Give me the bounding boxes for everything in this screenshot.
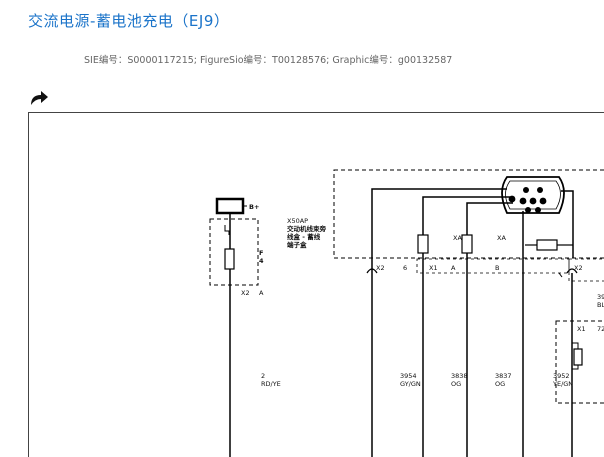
module-title-4: 端子盒	[287, 240, 307, 249]
right-wire-top-2: BL	[597, 301, 604, 309]
battery-label: B+	[249, 203, 259, 211]
battery-symbol	[215, 197, 245, 215]
wire-color-label: RD/YE	[261, 380, 281, 388]
document-ids: SIE编号：S0000117215; FigureSio编号：T00128576…	[84, 55, 453, 66]
junction-box	[333, 169, 604, 259]
fuse-label-f: F	[259, 249, 263, 257]
connector-x2-left-label: X2	[376, 264, 385, 272]
inline-fuse-2	[461, 234, 473, 254]
module-title-2: 交动机线束旁	[287, 224, 327, 233]
connector-xa-label-2: XA	[497, 234, 506, 242]
inline-fuse-1	[417, 234, 429, 254]
pin-a-label: A	[451, 264, 456, 272]
pin-72-label: 72	[597, 325, 604, 333]
fuse-label-num: 4	[259, 257, 264, 265]
connector-x1-right-label: X1	[577, 325, 586, 333]
pin-b-label: B	[495, 264, 499, 272]
wire-circuit-label: 2	[261, 372, 265, 380]
wire-circuit-label: 3954	[400, 372, 417, 380]
wire-circuit-label: 3952	[553, 372, 570, 380]
page-title: 交流电源-蓄电池充电（EJ9）	[28, 12, 230, 30]
wire-circuit-label: 3838	[451, 372, 468, 380]
connector-x1-label: X1	[429, 264, 438, 272]
connector-xa-label-1: XA	[453, 234, 462, 242]
connector-strip	[416, 258, 570, 274]
fuse-pin-label: A	[259, 289, 264, 297]
wire-color-label: OG	[495, 380, 505, 388]
wiring-diagram: B+ F 4 X2 A X50AP 交动机线束旁 线盒 - 蓄线 端子盒	[28, 112, 604, 457]
charging-socket-icon	[501, 176, 565, 214]
redirect-arrow-icon	[31, 91, 48, 105]
right-module-box	[568, 258, 604, 282]
wire-color-label: YE/GN	[552, 380, 573, 388]
module-title-1: X50AP	[287, 217, 308, 225]
wire-circuit-label: 3837	[495, 372, 512, 380]
connector-x2-right-label: X2	[574, 264, 583, 272]
pin-6-label: 6	[403, 264, 407, 272]
right-lower-box	[555, 320, 604, 404]
wire-color-label: OG	[451, 380, 461, 388]
right-component	[573, 348, 583, 366]
fuse-symbol	[224, 248, 235, 270]
fuse-connector-label: X2	[241, 289, 250, 297]
resistor-symbol	[536, 239, 558, 251]
wire-color-label: GY/GN	[400, 380, 421, 388]
module-title-3: 线盒 - 蓄线	[287, 232, 321, 241]
right-wire-top-1: 39	[597, 293, 604, 301]
redirect-button[interactable]	[28, 89, 50, 107]
wiring-diagram-svg: B+ F 4 X2 A X50AP 交动机线束旁 线盒 - 蓄线 端子盒	[209, 169, 604, 457]
fuse-box	[209, 218, 259, 286]
